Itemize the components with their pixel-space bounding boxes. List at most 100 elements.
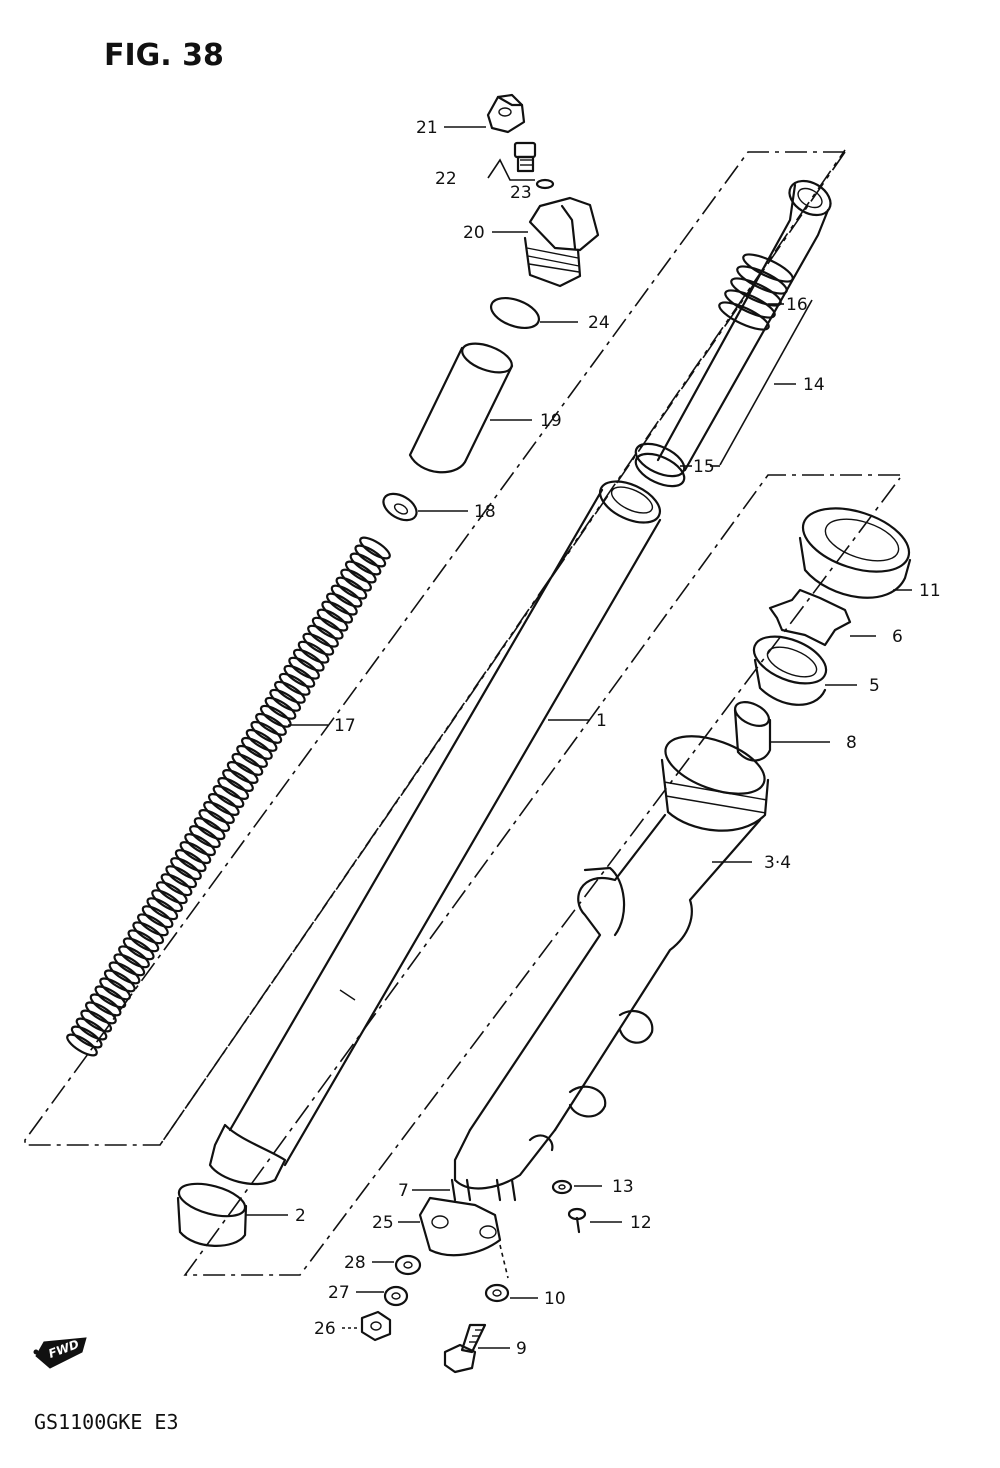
- part-23-o-ring: [535, 178, 555, 190]
- spring-coil: [288, 656, 320, 680]
- part-16-rebound-spring: [718, 253, 794, 331]
- spring-coil: [189, 825, 221, 849]
- spring-coil: [250, 720, 283, 744]
- callout-27: 27: [328, 1283, 350, 1303]
- spring-coil: [103, 969, 136, 993]
- part-13-washer: [551, 1179, 602, 1195]
- figure-title: FIG. 38: [104, 38, 224, 73]
- spring-coil: [198, 809, 231, 832]
- spring-coil: [222, 769, 254, 792]
- callout-26: 26: [314, 1319, 336, 1339]
- spring-coil: [311, 616, 344, 640]
- callout-12: 12: [630, 1213, 652, 1233]
- spring-coil: [236, 744, 268, 768]
- spring-coil: [255, 712, 287, 736]
- part-14-damper-rod: [656, 179, 832, 472]
- spring-coil: [354, 544, 387, 568]
- part-6-stopper-ring: [768, 588, 876, 647]
- callout-8: 8: [846, 733, 857, 753]
- spring-coil: [245, 728, 278, 752]
- callout-21: 21: [416, 118, 438, 138]
- part-25-axle-holder: [398, 1196, 509, 1279]
- part-24-o-ring: [489, 296, 578, 330]
- spring-coil: [321, 600, 354, 624]
- spring-coil: [326, 592, 358, 616]
- spring-coil: [99, 977, 131, 1001]
- part-20-cap-bolt: [492, 196, 600, 288]
- spring-coil: [85, 1001, 117, 1025]
- spring-coil: [274, 680, 306, 704]
- spring-coil: [146, 897, 179, 921]
- callout-1: 1: [596, 711, 607, 731]
- part-21-cap: [444, 93, 526, 134]
- spring-coil: [137, 913, 169, 937]
- callout-19: 19: [540, 411, 562, 431]
- part-15-piston-ring: [634, 442, 692, 488]
- spring-coil: [207, 793, 240, 816]
- callout-15: 15: [693, 457, 715, 477]
- model-code: GS1100GKE E3: [34, 1410, 179, 1434]
- spring-coil: [307, 624, 339, 648]
- spring-coil: [278, 672, 311, 696]
- callout-9: 9: [516, 1339, 527, 1359]
- part-12-drain-screw: [567, 1207, 622, 1234]
- part-3-4-outer-tube: [453, 735, 770, 1190]
- callout-28: 28: [344, 1253, 366, 1273]
- callout-6: 6: [892, 627, 903, 647]
- callout-14: 14: [803, 375, 825, 395]
- spring-coil: [316, 608, 349, 632]
- spring-coil: [70, 1025, 103, 1049]
- spring-coil: [193, 817, 226, 841]
- callout-16: 16: [786, 295, 808, 315]
- spring-coil: [165, 865, 198, 889]
- spring-coil: [118, 945, 150, 969]
- spring-coil: [80, 1009, 113, 1033]
- part-7-stud: [412, 1178, 517, 1202]
- spring-coil: [66, 1033, 98, 1057]
- spring-coil: [113, 953, 146, 977]
- spring-coil: [302, 632, 335, 656]
- spring-coil: [344, 560, 377, 584]
- spring-coil: [212, 785, 245, 808]
- spring-coil: [151, 889, 183, 913]
- spring-coil: [292, 648, 325, 672]
- spring-coil: [340, 568, 372, 592]
- callout-18: 18: [474, 502, 496, 522]
- spring-coil: [349, 552, 382, 576]
- callout-labels: 21 22 23 20 24 19 18 17 16 14 15 1 2 11 …: [295, 118, 941, 1359]
- spring-coil: [359, 536, 391, 560]
- spring-coil: [184, 833, 216, 857]
- spring-coil: [170, 857, 202, 881]
- callout-10: 10: [544, 1289, 566, 1309]
- group-frame-outer-tube: [183, 474, 901, 1276]
- spring-coil: [89, 993, 122, 1017]
- spring-coil: [226, 761, 259, 784]
- spring-coil: [141, 905, 174, 929]
- spring-coil: [179, 841, 212, 865]
- callout-5: 5: [869, 676, 880, 696]
- callout-24: 24: [588, 313, 610, 333]
- spring-coil: [127, 929, 160, 953]
- spring-coil: [269, 688, 302, 712]
- spring-coil: [231, 752, 264, 776]
- spring-coil: [122, 937, 155, 961]
- spring-coil: [283, 664, 316, 688]
- part-18-spring-seat: [382, 492, 468, 522]
- spring-coil: [241, 736, 273, 760]
- group-frame-inner-tube: [24, 149, 846, 1146]
- part-27-spring-washer: [356, 1285, 409, 1307]
- spring-coil: [132, 921, 165, 945]
- part-28-washer: [372, 1254, 422, 1276]
- part-10-gasket: [484, 1283, 538, 1303]
- callout-7: 7: [398, 1181, 409, 1201]
- spring-coil: [217, 777, 250, 800]
- spring-coil: [297, 640, 330, 664]
- callout-13: 13: [612, 1177, 634, 1197]
- callout-25: 25: [372, 1213, 394, 1233]
- spring-coil: [174, 849, 207, 873]
- callout-17: 17: [334, 716, 356, 736]
- fwd-arrow-icon: [33, 1337, 87, 1369]
- spring-coil: [108, 961, 141, 985]
